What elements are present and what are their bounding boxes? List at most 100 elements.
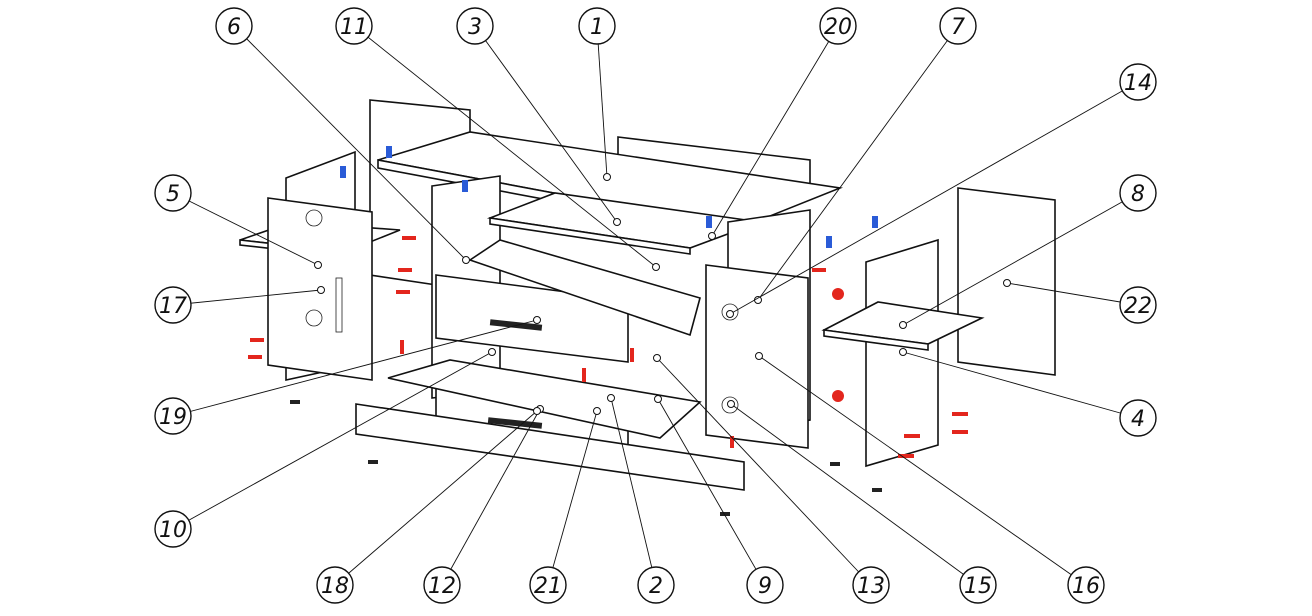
callout-9: 9 <box>654 395 784 604</box>
callout-bubble <box>939 7 977 45</box>
leader-anchor <box>899 348 907 356</box>
leader-anchor <box>652 263 660 271</box>
leader-line <box>334 410 538 586</box>
callout-12: 12 <box>423 405 544 604</box>
leader-line <box>547 410 598 586</box>
leader-anchor <box>533 316 541 324</box>
callout-number: 17 <box>159 294 187 319</box>
leader-line <box>758 355 1087 586</box>
callout-bubble <box>1119 174 1157 212</box>
leader-anchor <box>727 400 735 408</box>
callout-21: 21 <box>529 407 601 604</box>
callout-bubble <box>529 566 567 604</box>
callout-19: 19 <box>154 316 541 435</box>
leader-line <box>1006 282 1139 306</box>
callout-7: 7 <box>754 7 977 304</box>
callout-number: 16 <box>1072 574 1100 599</box>
leader-line <box>711 25 839 237</box>
callout-number: 15 <box>964 574 992 599</box>
callout-bubble <box>456 7 494 45</box>
leader-line <box>172 351 493 530</box>
door-right-hinge-upper <box>721 303 739 321</box>
callout-14: 14 <box>726 63 1157 318</box>
leader-anchor <box>488 348 496 356</box>
callout-15: 15 <box>727 400 997 604</box>
callout-17: 17 <box>154 286 325 324</box>
callout-10: 10 <box>154 348 496 548</box>
callout-number: 4 <box>1131 407 1145 432</box>
leader-line <box>353 25 657 268</box>
callout-number: 9 <box>758 574 772 599</box>
leader-anchor <box>754 296 762 304</box>
leader-anchor <box>726 310 734 318</box>
door-17-hinge-lower <box>305 309 323 327</box>
leader-line <box>172 192 319 266</box>
callout-5: 5 <box>154 174 322 269</box>
callout-bubble <box>1067 566 1105 604</box>
callout-number: 22 <box>1124 294 1152 319</box>
leader-line <box>172 289 322 306</box>
leader-line <box>902 351 1139 419</box>
leader-anchor <box>607 394 615 402</box>
drawer-handle-upper <box>489 319 543 331</box>
callout-13: 13 <box>653 354 890 604</box>
callout-bubble <box>154 174 192 212</box>
leader-anchor <box>613 218 621 226</box>
callout-3: 3 <box>456 7 621 226</box>
callout-bubble <box>1119 286 1157 324</box>
leader-anchor <box>708 232 716 240</box>
leader-anchor <box>653 354 661 362</box>
leader-line <box>657 398 766 586</box>
leader-anchor <box>593 407 601 415</box>
callout-8: 8 <box>899 174 1157 329</box>
callout-bubble <box>746 566 784 604</box>
callout-6: 6 <box>215 7 470 264</box>
door-17-hinge <box>305 209 323 227</box>
callout-number: 8 <box>1131 182 1145 207</box>
leader-line <box>730 403 979 586</box>
shelf-8-edge <box>823 329 929 351</box>
drawer-bottom-lower <box>387 359 702 439</box>
red-fasteners <box>248 236 968 458</box>
leader-anchor <box>533 407 541 415</box>
leader-anchor <box>603 173 611 181</box>
drawer-box-upper <box>468 239 701 337</box>
leader-line <box>656 357 872 586</box>
door-17-handle <box>335 277 343 333</box>
leader-anchor <box>899 321 907 329</box>
small-parts <box>290 400 882 516</box>
callout-number: 18 <box>321 574 349 599</box>
callout-22: 22 <box>1003 279 1157 324</box>
callout-bubble <box>1119 399 1157 437</box>
callout-number: 14 <box>1124 71 1152 96</box>
drawer-handle-lower <box>487 417 543 429</box>
callout-number: 6 <box>227 15 241 40</box>
callout-bubble <box>852 566 890 604</box>
leader-line <box>902 192 1139 326</box>
callout-16: 16 <box>755 352 1105 604</box>
callout-bubble <box>819 7 857 45</box>
callout-number: 19 <box>159 405 187 430</box>
callout-4: 4 <box>899 348 1157 437</box>
callout-number: 5 <box>166 182 180 207</box>
leader-anchor <box>317 286 325 294</box>
leader-anchor <box>462 256 470 264</box>
callout-1: 1 <box>578 7 616 181</box>
plinth-10 <box>355 403 745 491</box>
door-right-hinge-lower <box>721 396 739 414</box>
callout-number: 13 <box>857 574 885 599</box>
callout-bubble <box>154 510 192 548</box>
callout-bubble <box>154 397 192 435</box>
callout-bubble <box>637 566 675 604</box>
leader-line <box>474 25 618 223</box>
callout-number: 12 <box>428 574 456 599</box>
callout-bubble <box>335 7 373 45</box>
leader-anchor <box>755 352 763 360</box>
leader-anchor <box>1003 279 1011 287</box>
callout-bubble <box>154 286 192 324</box>
leader-line <box>596 25 608 178</box>
callout-number: 2 <box>649 574 663 599</box>
